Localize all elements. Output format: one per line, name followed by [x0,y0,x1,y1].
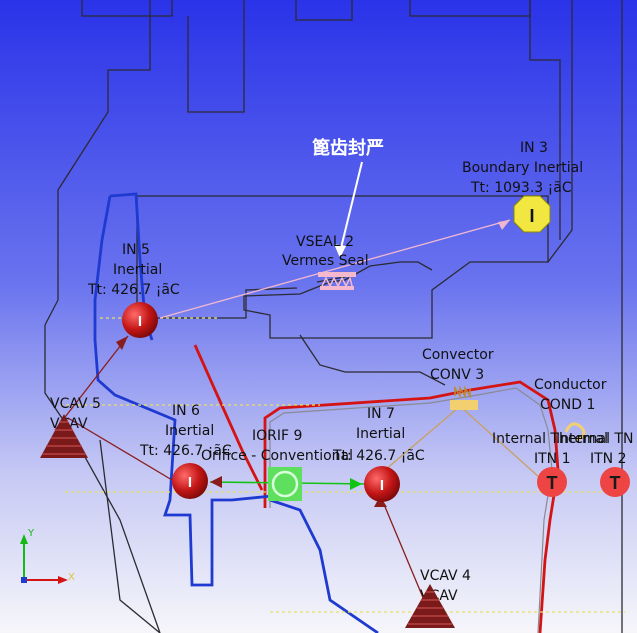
vcav4-name: VCAV 4 [420,568,471,584]
vseal-icon [318,272,356,277]
in3-type: Boundary Inertial [462,160,583,176]
in5-temp: Tt: 426.7 ¡ãC [87,282,180,298]
vcav5-node[interactable]: VCAV 5 VCAV [40,396,101,458]
itn2-type: Internal TN [556,431,633,447]
itn2-name: ITN 2 [590,451,627,467]
itn1-glyph: T [547,473,558,493]
link-in7-conv3 [384,407,459,471]
vcav5-volume-icon [40,414,88,458]
in3-id: IN 3 [520,140,548,156]
in3-glyph: I [529,206,534,226]
in7-sphere-icon [364,466,400,502]
in6-node[interactable]: IN 6 Inertial Tt: 426.7 ¡ãC I [139,403,232,499]
vseal-teeth-icon [321,275,353,288]
cond1-name: COND 1 [540,397,595,413]
in5-id: IN 5 [122,242,150,258]
in3-node[interactable]: IN 3 Boundary Inertial Tt: 1093.3 ¡ãC I [462,140,583,233]
vcav4-node[interactable]: VCAV 4 VCAV [405,568,471,628]
in7-node[interactable]: IN 7 Inertial Tt: 426.7 ¡ãC I [332,406,425,502]
in6-temp: Tt: 426.7 ¡ãC [139,443,232,459]
in7-id: IN 7 [367,406,395,422]
in6-type: Inertial [165,423,214,439]
itn1-node[interactable]: Internal Thermal ITN 1 T [492,431,608,497]
itn1-name: ITN 1 [534,451,571,467]
conv3-name: CONV 3 [430,367,484,383]
annotation-arrow-line [339,161,363,253]
axis-x-label: X [68,572,75,583]
in5-type: Inertial [113,262,162,278]
axis-triad: Y X [20,528,75,584]
vcav5-name: VCAV 5 [50,396,101,412]
axis-y-label: Y [27,528,35,539]
cond1-type: Conductor [534,377,607,393]
vseal-icon-base [320,286,354,290]
conductor-icon [564,422,586,442]
vcav4-volume-icon [405,584,455,628]
in7-temp: Tt: 426.7 ¡ãC [332,448,425,464]
in6-id: IN 6 [172,403,200,419]
vseal2-node[interactable]: VSEAL 2 Vermes Seal [282,234,369,290]
iorif9-type: Orifice - Conventional [201,448,353,464]
itn1-type: Internal Thermal [492,431,608,447]
in6-sphere-icon [172,463,208,499]
in5-node[interactable]: IN 5 Inertial Tt: 426.7 ¡ãC I [87,242,180,338]
convector-fins-icon [454,385,471,399]
conv3-node[interactable]: Convector CONV 3 [422,347,494,410]
itn2-glyph: T [610,473,621,493]
in5-glyph: I [138,313,142,330]
annotation-text: 篦齿封严 [312,137,384,159]
link-in5-in3 [159,219,511,319]
iorif9-name: IORIF 9 [252,428,302,444]
in3-temp: Tt: 1093.3 ¡ãC [470,180,572,196]
vseal2-type: Vermes Seal [282,253,369,269]
red-duct [193,344,560,633]
orifice-ring-icon [271,470,299,498]
itn2-node[interactable]: Internal TN ITN 2 T [556,431,633,497]
links-brown [54,335,425,601]
vseal2-name: VSEAL 2 [296,234,354,250]
arrow-head-green [350,478,362,490]
conv3-type: Convector [422,347,494,363]
in6-glyph: I [188,474,192,491]
itn2-terminal-icon [600,467,630,497]
convector-icon [450,400,478,410]
geometry-outline [44,0,623,633]
in7-glyph: I [380,477,384,494]
in7-type: Inertial [356,426,405,442]
annotation-arrow-icon [334,244,346,258]
in5-sphere-icon [122,302,158,338]
link-conv3-itn1 [461,407,541,479]
itn1-terminal-icon [537,467,567,497]
in3-octagon-icon [513,195,551,233]
iorif9-node[interactable]: IORIF 9 Orifice - Conventional [201,428,353,501]
cond1-node[interactable]: Conductor COND 1 [534,377,607,442]
arrow-head-in3 [498,220,510,230]
